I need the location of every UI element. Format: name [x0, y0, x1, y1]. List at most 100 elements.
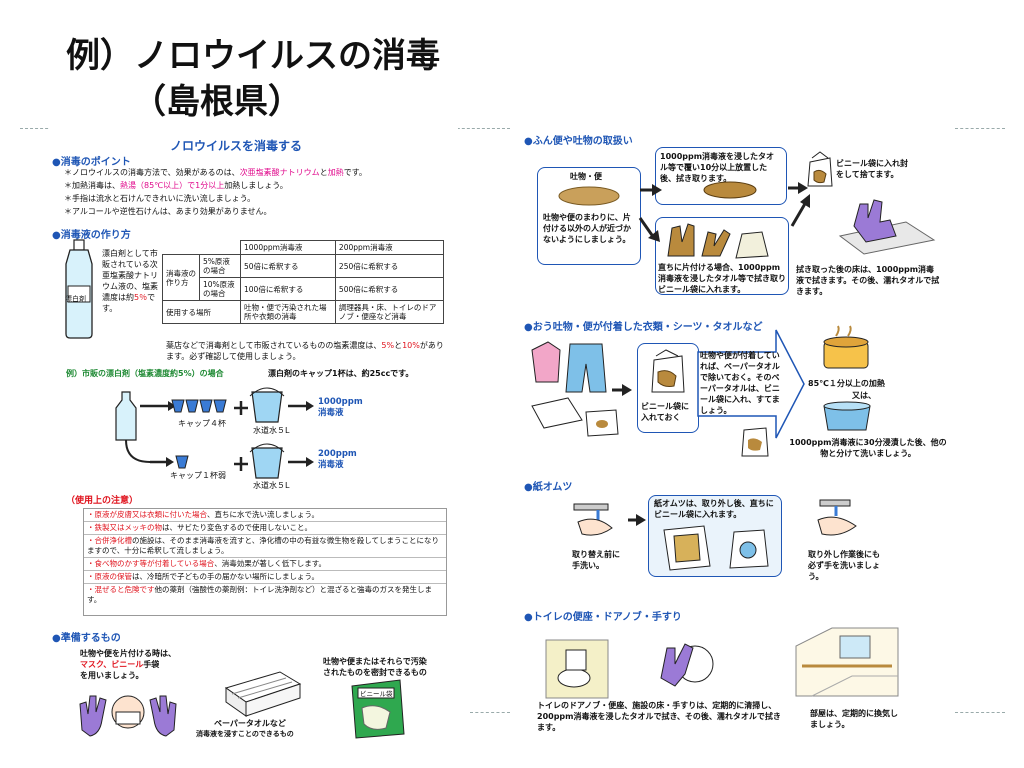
point-3: ＊手指は流水と石けんできれいに洗い流しましょう。 [64, 194, 256, 203]
floor-wipe-icon [838, 199, 936, 255]
s3-after-text: 取り外し作業後にも必ず手を洗いましょう。 [808, 550, 880, 581]
caution-item: ・食べ物のかす等が付着している場合、消毒効果が著しく低下します。 [84, 558, 446, 571]
example-label: 例）市販の漂白剤（塩素濃度約5%）の場合 [66, 369, 224, 378]
bleach-bottle-icon [65, 239, 93, 339]
s1-vomit-label: 吐物・便 [570, 172, 602, 181]
left-heading: ノロウイルスを消毒する [170, 139, 303, 153]
s1-title: ●ふん便や吐物の取扱い [524, 136, 633, 147]
diaper-bag-icon [663, 525, 769, 571]
row1-label: 5%原液の場合 [199, 254, 241, 278]
doorknob-glove-icon [660, 643, 714, 687]
arrow-right-icon [612, 384, 632, 396]
slide-title: 例）ノロウイルスの消毒 [66, 36, 440, 76]
s2-soak-text: 1000ppm消毒液に30分浸漬した後、他の物と分けて洗いましょう。 [789, 438, 947, 458]
make-title: ●消毒液の作り方 [52, 230, 131, 241]
sealed-bag-icon [807, 151, 833, 187]
divider-bottom-mid [470, 712, 510, 713]
s2-small-bag-icon [741, 427, 769, 457]
room-ventilation-icon [795, 627, 899, 697]
cap4-label: キャップ４杯 [178, 419, 226, 428]
point-4: ＊アルコールや逆性石けんは、あまり効果がありません。 [64, 207, 272, 216]
s4-room-text: 部屋は、定期的に換気しましょう。 [810, 709, 898, 729]
toilet-icon [545, 639, 609, 699]
result-200-a: 200ppm [318, 449, 357, 459]
vinyl-bag-icon [351, 679, 405, 739]
s4-text: トイレのドアノブ・便座、施設の床・手すりは、定期的に清掃し、200ppm消毒液を… [537, 701, 781, 732]
cap1-label: キャップ１杯弱 [170, 471, 226, 480]
s2-or-text: 又は、 [852, 391, 876, 400]
result-1000-a: 1000ppm [318, 397, 363, 407]
bag-label: ビニール袋 [360, 690, 393, 698]
s3-title: ●紙オムツ [524, 482, 573, 493]
caution-item: ・合併浄化槽の施設は、そのまま消毒液を流すと、浄化槽の中の有益な微生物を殺してし… [84, 535, 446, 558]
mask-gloves-icon [79, 695, 177, 737]
s2-bag-text: ビニール袋に入れておく [641, 402, 689, 422]
s4-title: ●トイレの便座・ドアノブ・手すり [524, 612, 682, 623]
prep-title: ●準備するもの [52, 633, 121, 644]
towel-cover-icon [703, 181, 757, 199]
s1-left-text: 吐物や便のまわりに、片付ける以外の人が近づかないようにしましょう。 [543, 213, 631, 244]
cap-info: 漂白剤のキャップ1杯は、約25ccです。 [268, 369, 414, 378]
soak-basin-icon [823, 401, 871, 431]
row3-c1: 吐物・便で汚染された場所や衣類の消毒 [240, 300, 336, 324]
point-2: ＊加熱消毒は、熱湯（85℃以上）で1分以上加熱しましょう。 [64, 181, 288, 190]
point-1: ＊ノロウイルスの消毒方法で、効果があるのは、次亜塩素酸ナトリウムと加熱です。 [64, 168, 367, 177]
s3-box-text: 紙オムツは、取り外し後、直ちにビニール袋に入れます。 [654, 499, 774, 519]
s2-bag-icon [651, 349, 685, 393]
s3-before-text: 取り替え前に手洗い。 [572, 550, 620, 570]
caution-title: （使用上の注意） [66, 496, 139, 506]
row2-label: 10%原液の場合 [199, 277, 241, 301]
caution-item: ・鉄製又はメッキの物は、サビたり変色するので使用しないこと。 [84, 522, 446, 535]
row2-c2: 500倍に希釈する [334, 277, 445, 301]
prep-3b: 消毒液を浸すことのできるもの [196, 730, 294, 738]
water2-label: 水道水５L [253, 481, 290, 490]
s1-left-box [537, 167, 641, 265]
bottle-label: 漂白剤 [65, 295, 86, 303]
gloves-wipe-icon [667, 223, 769, 259]
s1-bottom-text: 直ちに片付ける場合、1000ppm消毒液を浸したタオル等で拭き取りビニール袋に入… [658, 263, 786, 294]
s2-heat-text: 85℃１分以上の加熱 [808, 379, 885, 388]
s2-title: ●おう吐物・便が付着した衣類・シーツ・タオルなど [524, 322, 763, 333]
boiling-pot-icon [823, 325, 869, 369]
s2-paper-text: 吐物や便が付着していれば、ペーパータオルで除いておく。そのペーパータオルは、ビニ… [700, 351, 780, 415]
water1-label: 水道水５L [253, 426, 290, 435]
paper-towel-icon [224, 671, 302, 717]
prep-2b: されたものを密封できるもの [323, 668, 427, 677]
result-1000-b: 消毒液 [318, 408, 344, 418]
row3-label: 使用する場所 [162, 300, 241, 324]
row2-c1: 100倍に希釈する [240, 277, 336, 301]
concentration-note: 薬店などで消毒剤として市販されているものの塩素濃度は、5%と10%があります。必… [166, 341, 444, 361]
row1-c1: 50倍に希釈する [240, 254, 336, 278]
s1-floor-text: 拭き取った後の床は、1000ppm消毒液で拭きます。その後、濡れタオルで拭きます… [796, 265, 940, 296]
divider-top-right [955, 128, 1005, 129]
s1-arrows [638, 182, 810, 242]
arrow-right-icon [628, 514, 646, 526]
bleach-description: 漂白剤として市販されている次亜塩素酸ナトリウム液の、塩素濃度は約5％です。 [102, 249, 158, 313]
row-group: 消毒液の作り方 [162, 254, 200, 301]
prep-2a: 吐物や便またはそれらで汚染 [323, 657, 427, 666]
caution-item: ・混ぜると危険です他の薬剤（強酸性の薬剤例：トイレ洗浄剤など）と混ざると強毒のガ… [87, 585, 432, 604]
prep-1c: を用いましょう。 [80, 671, 144, 680]
points-title: ●消毒のポイント [52, 157, 131, 168]
dilution-table: 1000ppm消毒液 200ppm消毒液 消毒液の作り方 5%原液の場合 50倍… [162, 240, 445, 324]
caution-item: ・原液が皮膚又は衣類に付いた場合、直ちに水で洗い流しましょう。 [84, 509, 446, 522]
row3-c2: 調理器具・床、トイレのドアノブ・便座など消毒 [334, 300, 445, 324]
s1-bag-text: ビニール袋に入れ封をして捨てます。 [836, 159, 908, 179]
prep-1a: 吐物や便を片付ける時は、 [80, 649, 176, 658]
vomit-stain-icon [558, 186, 620, 206]
dilution-diagram [115, 387, 314, 479]
prep-1b: マスク、ビニール手袋 [80, 660, 160, 669]
col-200: 200ppm消毒液 [334, 240, 445, 255]
caution-box: ・原液が皮膚又は衣類に付いた場合、直ちに水で洗い流しましょう。 ・鉄製又はメッキ… [83, 508, 447, 616]
handwash-before-icon [573, 503, 613, 536]
handwash-after-icon [817, 499, 857, 536]
row1-c2: 250倍に希釈する [334, 254, 445, 278]
caution-item: ・原液の保管は、冷暗所で子どもの手の届かない場所にしましょう。 [84, 571, 446, 584]
slide-subtitle: （島根県） [132, 82, 302, 122]
result-200-b: 消毒液 [318, 460, 344, 470]
s1-top-text: 1000ppm消毒液を浸したタオル等で覆い10分以上放置した後、拭き取ります。 [660, 152, 775, 183]
prep-3a: ペーパータオルなど [214, 719, 286, 728]
soiled-clothes-icon [531, 341, 619, 437]
col-1000: 1000ppm消毒液 [240, 240, 336, 255]
divider-bottom-right [955, 712, 1005, 713]
